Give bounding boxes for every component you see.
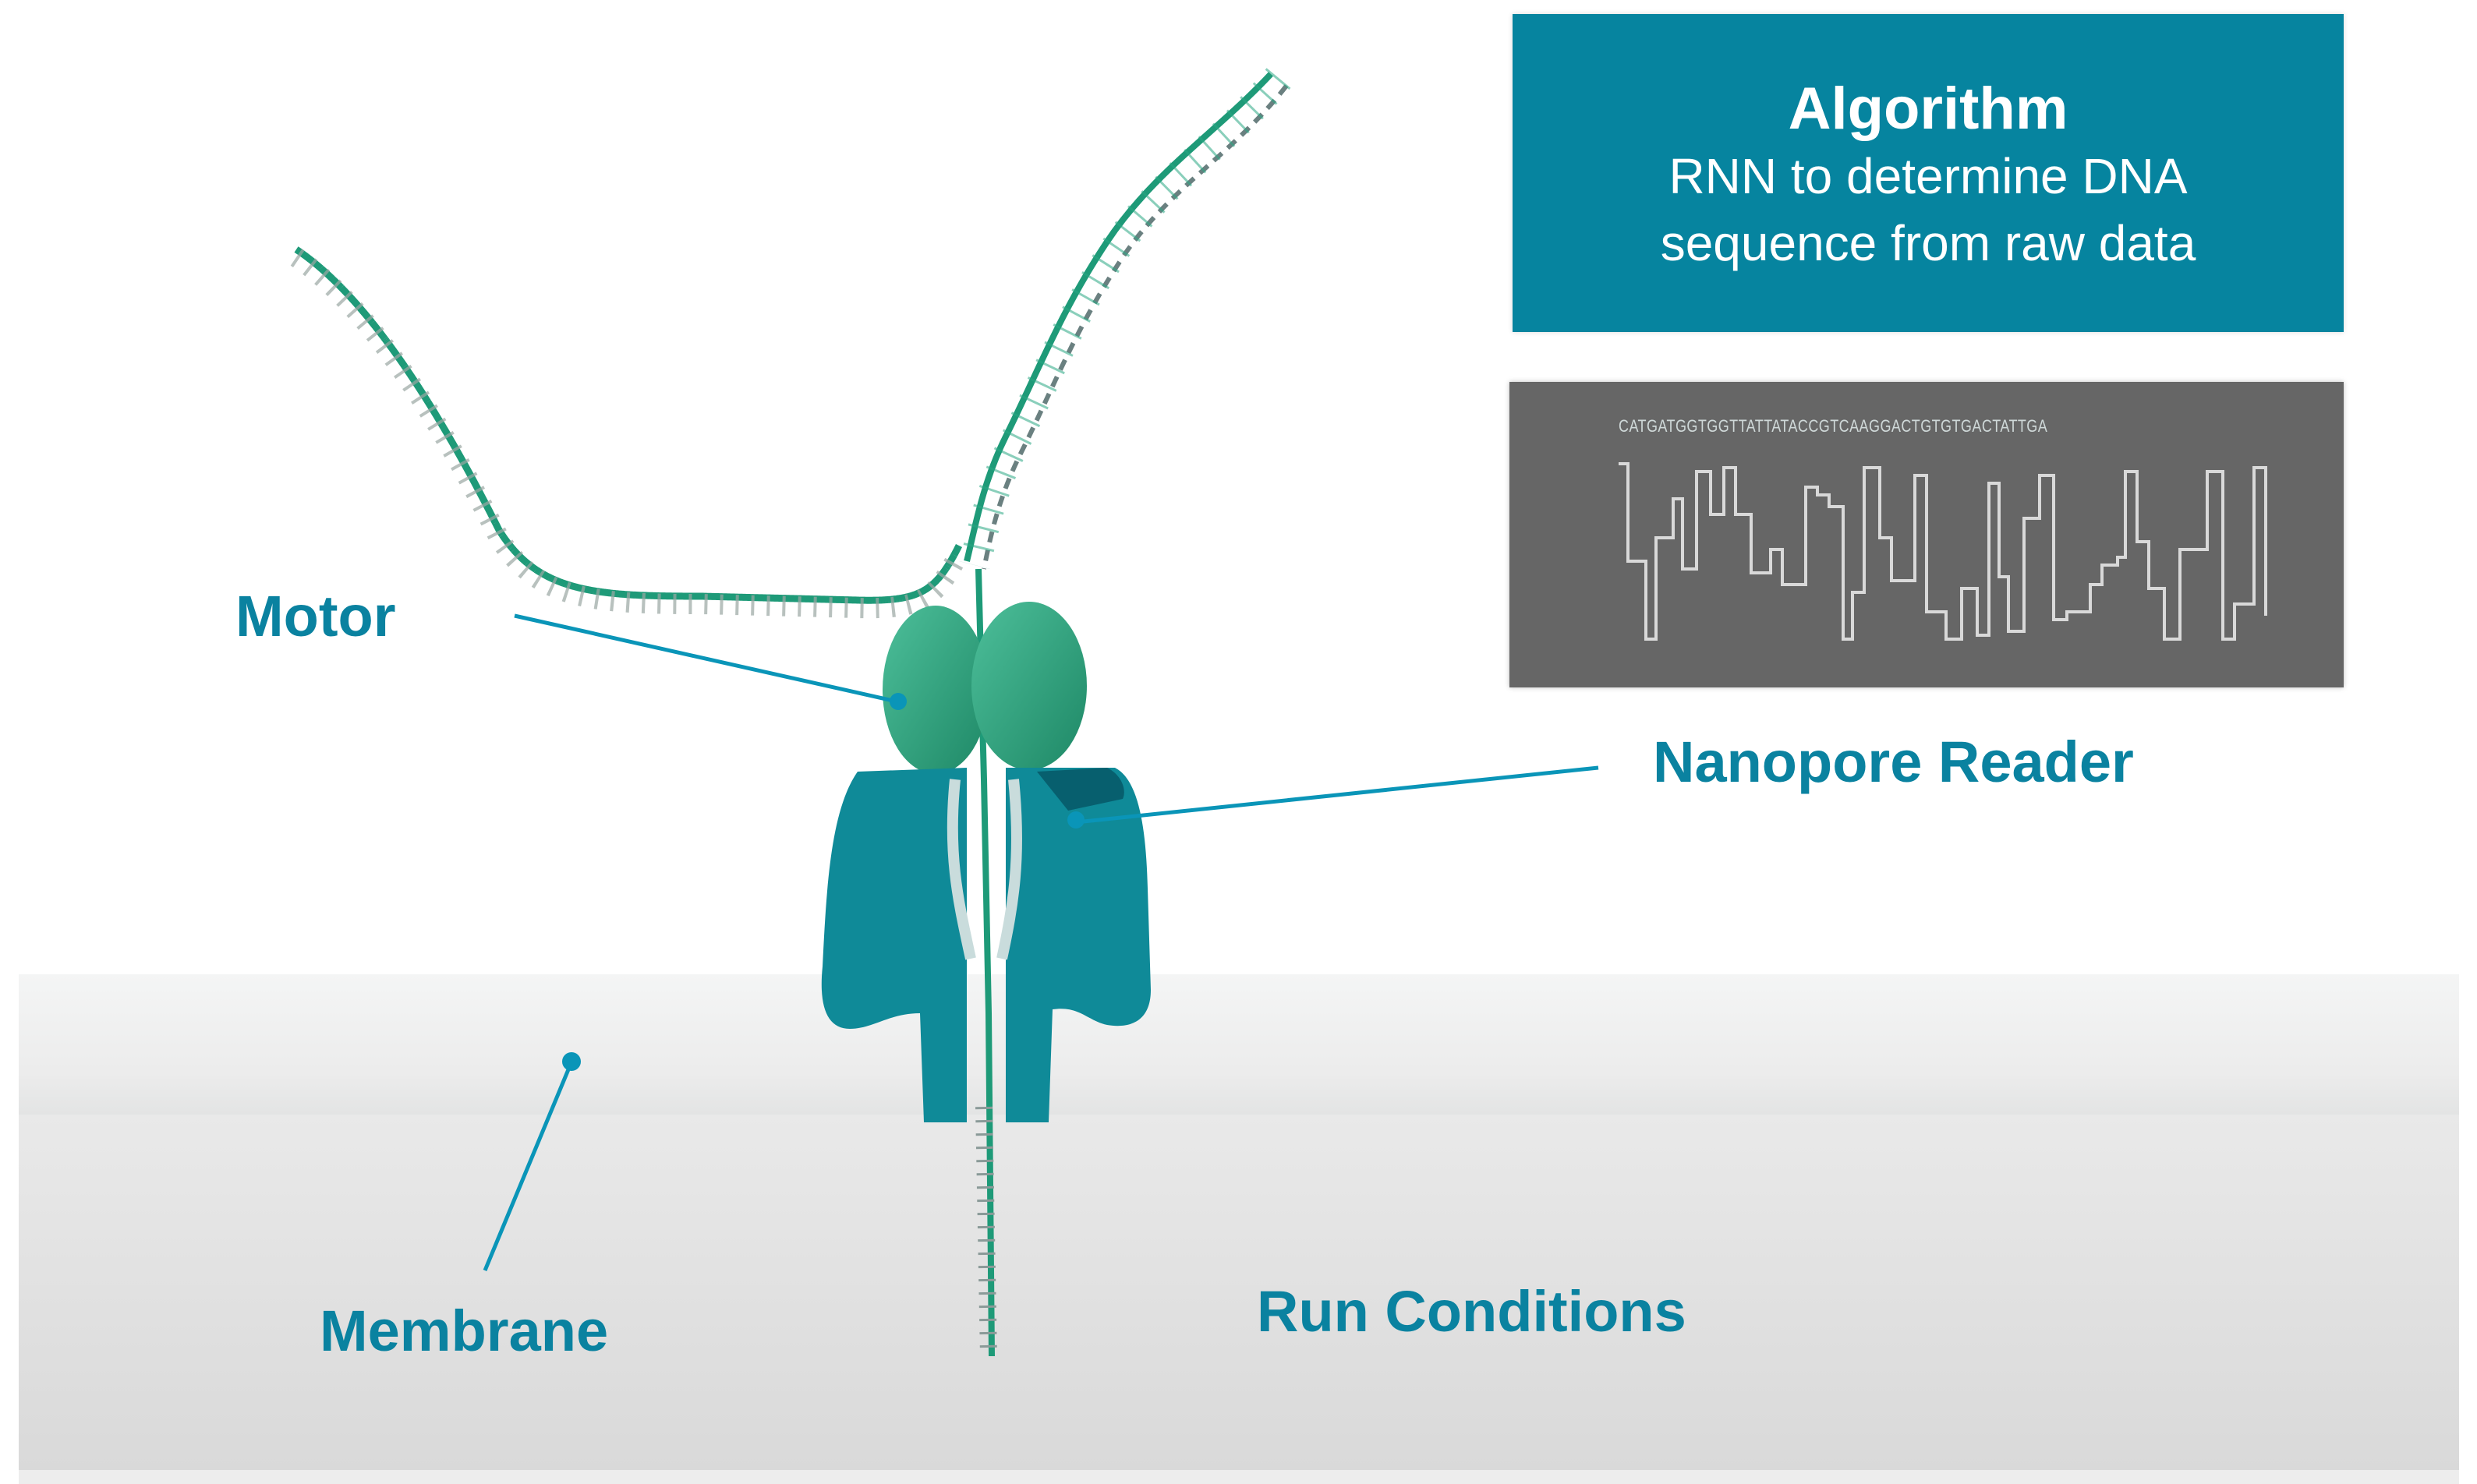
membrane-leader-dot (562, 1052, 581, 1071)
motor-label: Motor (235, 584, 396, 648)
motor-leader-line (514, 613, 897, 704)
run-conditions-floor (19, 1115, 2459, 1484)
motor-lobe-right (971, 602, 1087, 770)
membrane-label: Membrane (320, 1298, 609, 1363)
algorithm-title: Algorithm (1788, 76, 2068, 142)
algorithm-desc-line2: sequence from raw data (1660, 215, 2196, 271)
reader-leader-line (1075, 765, 1599, 825)
membrane-leader-line (483, 1063, 573, 1271)
current-signal-line (1619, 462, 2267, 641)
motor-lobe-left (883, 606, 989, 774)
single-strand-dna (294, 246, 963, 604)
algorithm-desc-line1: RNN to determine DNA (1668, 148, 2188, 204)
nanopore-protein (821, 768, 967, 1122)
pore-channel-highlight (947, 779, 1022, 960)
nanopore-dark-cap (1037, 768, 1124, 811)
algorithm-box: Algorithm RNN to determine DNA sequence … (1513, 14, 2344, 332)
motor-leader-dot (890, 693, 907, 710)
basecalled-sequence: CATGATGGTGGTTATTATACCGTCAAGGACTGTGTGACTA… (1619, 416, 2048, 436)
reader-leader-dot (1067, 811, 1085, 829)
threading-bases (975, 1106, 997, 1357)
single-strand-bases (290, 249, 968, 619)
double-helix-strand-b (982, 84, 1289, 570)
nanopore-protein-right (1006, 768, 1151, 1122)
nanopore-reader-label: Nanopore Reader (1653, 730, 2134, 794)
double-helix-rungs (959, 68, 1291, 569)
double-helix-strand-a (964, 72, 1273, 562)
raw-signal-panel: CATGATGGTGGTTATTATACCGTCAAGGACTGTGTGACTA… (1509, 382, 2344, 687)
membrane-layer (19, 974, 2459, 1115)
run-conditions-label: Run Conditions (1257, 1279, 1686, 1344)
squiggle-trace (1619, 462, 2267, 641)
